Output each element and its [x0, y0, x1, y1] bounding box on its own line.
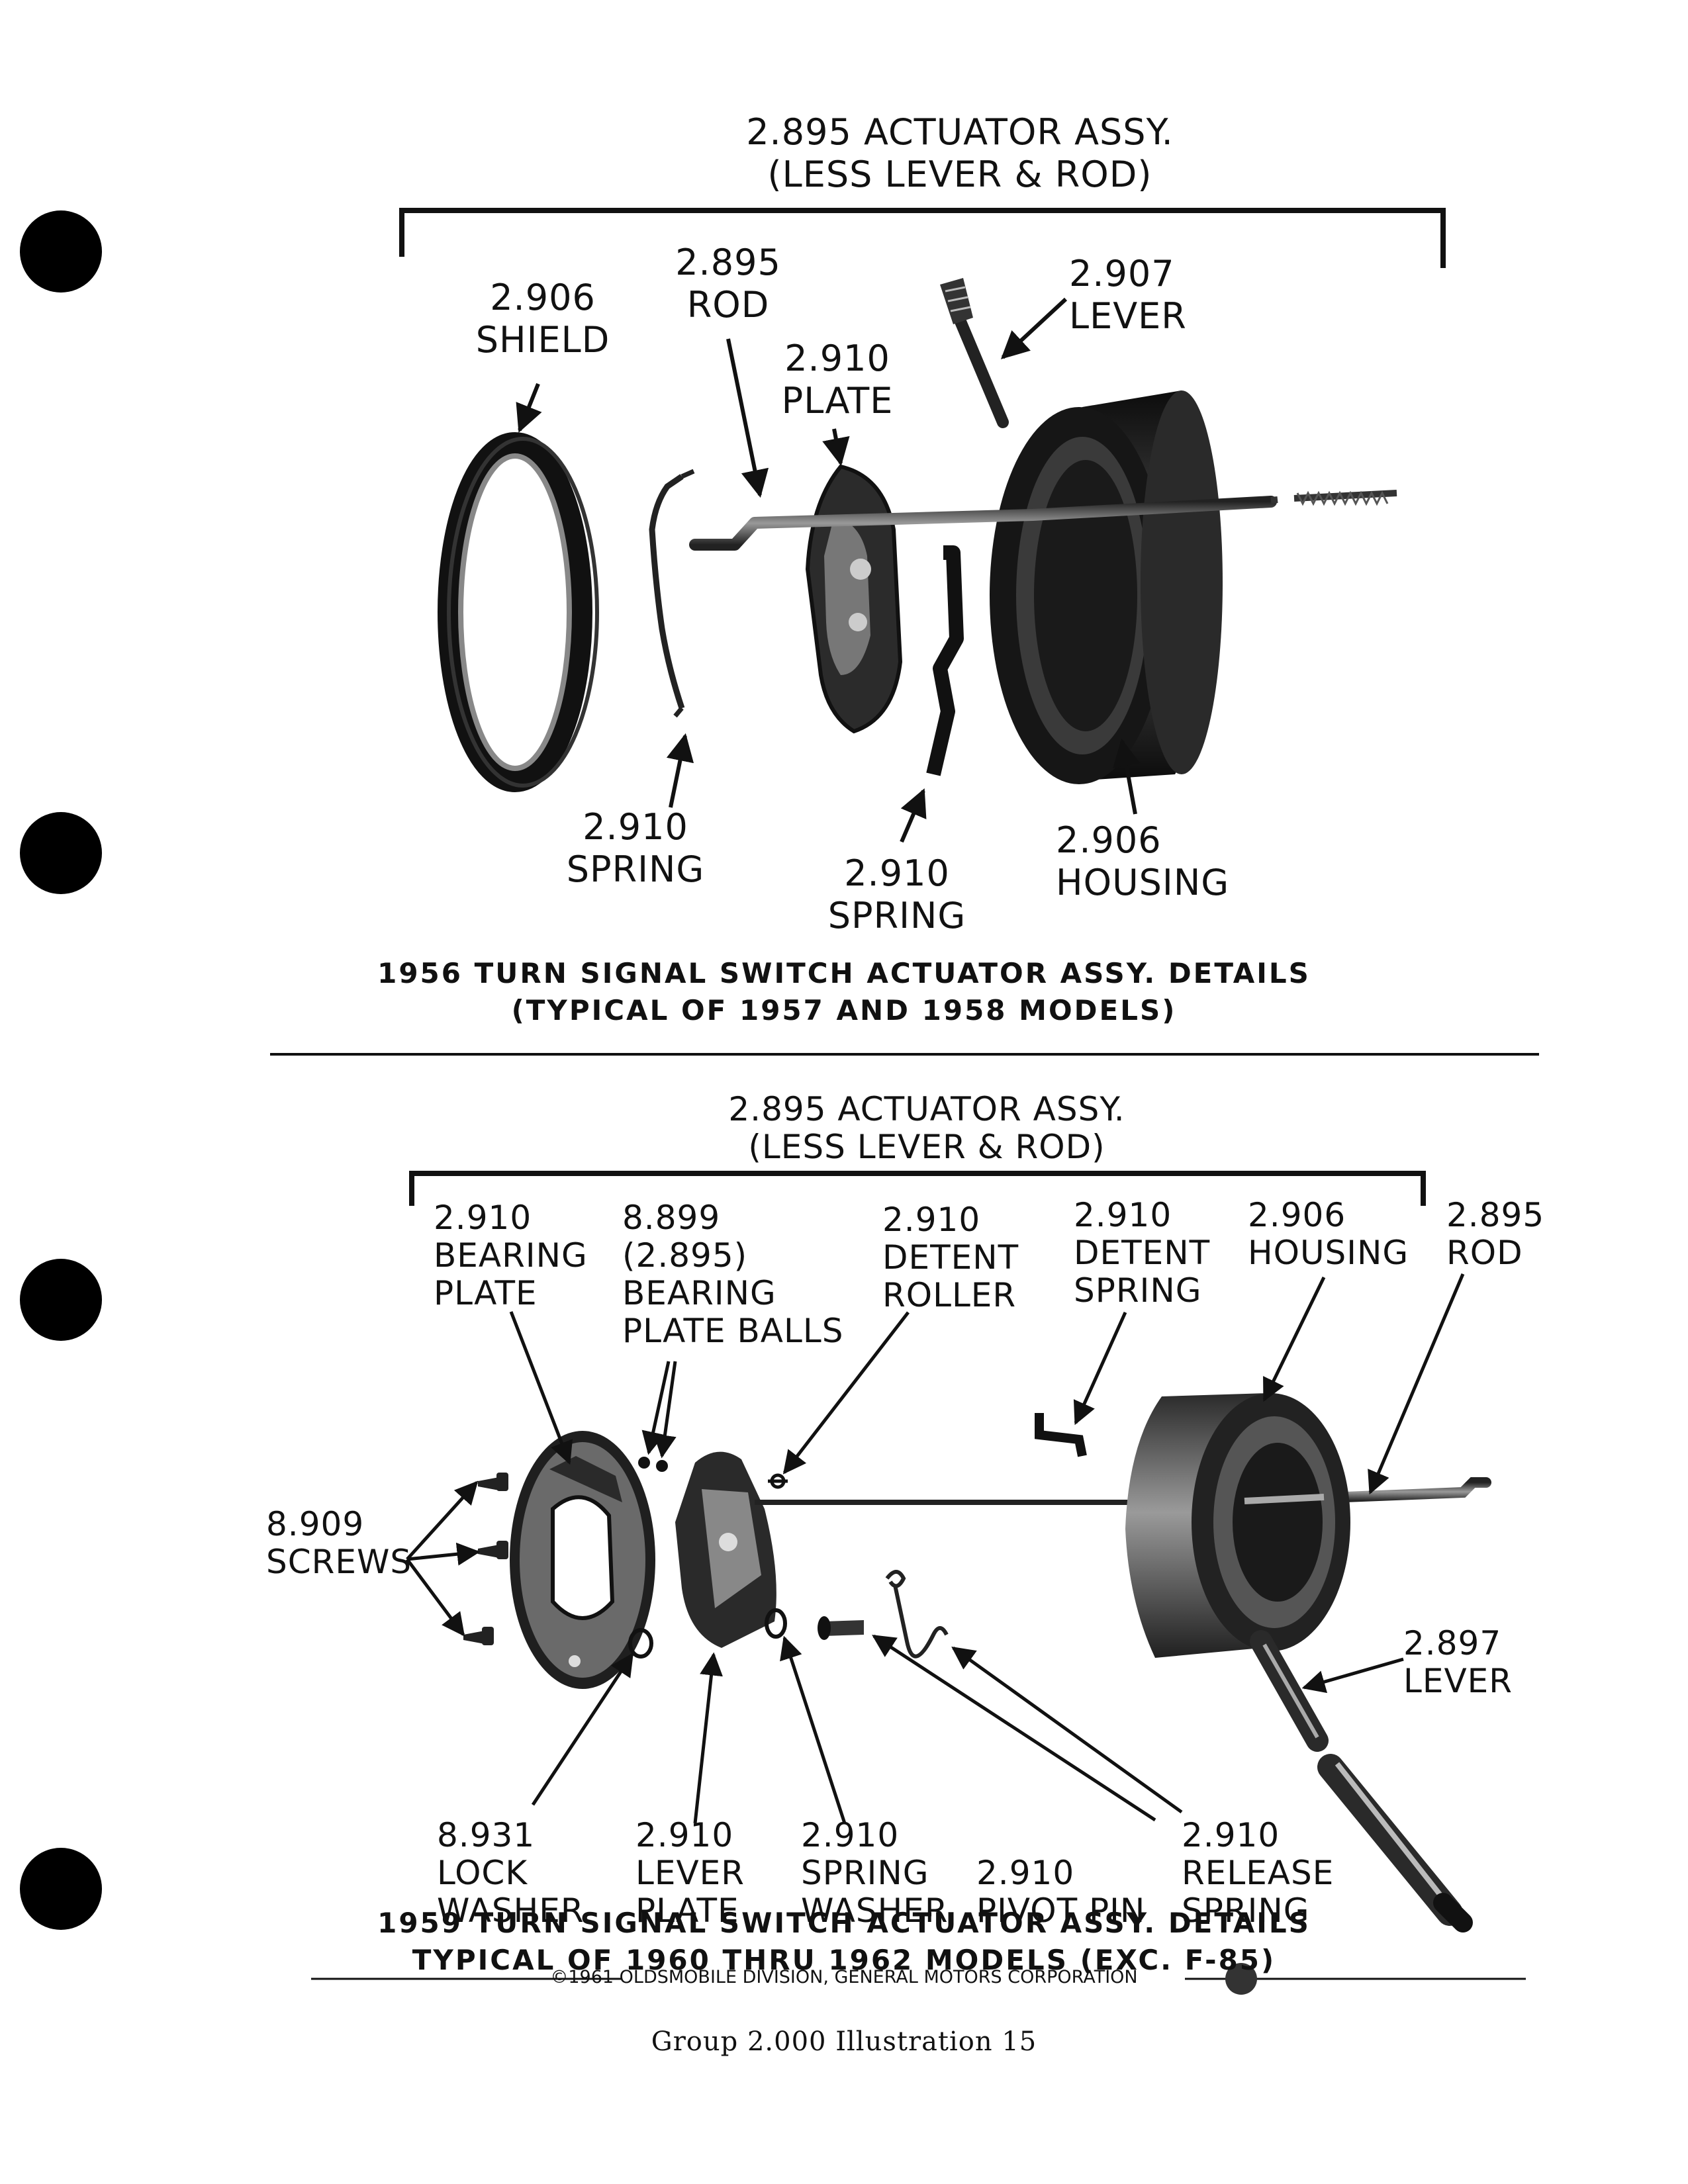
- punch-hole: [20, 1259, 102, 1341]
- shield-ring: [438, 432, 599, 792]
- punch-hole: [20, 812, 102, 894]
- callout-spring-washer: 2.910 SPRING WASHER: [801, 1816, 949, 1930]
- copyright-line: ©1961 OLDSMOBILE DIVISION, GENERAL MOTOR…: [550, 1967, 1138, 1987]
- top-assembly-title: 2.895 ACTUATOR ASSY. (LESS LEVER & ROD): [746, 111, 1174, 195]
- bottom-figure-caption: 1959 TURN SIGNAL SWITCH ACTUATOR ASSY. D…: [377, 1907, 1311, 1976]
- top-assembly-bracket: [399, 208, 1446, 268]
- callout-rod: 2.895 ROD: [1446, 1196, 1545, 1272]
- bearing-plate: [510, 1431, 655, 1689]
- bottom-leader-lines: [509, 1273, 1465, 1824]
- actuator-plate: [805, 464, 903, 734]
- bearing-ball: [638, 1457, 650, 1469]
- callout-spring-left: 2.910 SPRING: [566, 806, 705, 890]
- housing-cylinder: [990, 390, 1223, 784]
- callout-detent-roller: 2.910 DETENT ROLLER: [882, 1201, 1019, 1314]
- wire-spring: [649, 474, 685, 709]
- callout-pivot-pin: 2.910 PIVOT PIN: [976, 1854, 1146, 1930]
- callout-release-spring: 2.910 RELEASE SPRING: [1182, 1816, 1335, 1930]
- turn-signal-lever: [1250, 1630, 1473, 1933]
- callout-lever: 2.907 LEVER: [1069, 253, 1187, 337]
- bearing-ball: [656, 1460, 668, 1472]
- group-illustration-number: Group 2.000 Illustration 15: [651, 2026, 1037, 2057]
- release-spring: [885, 1570, 949, 1659]
- detent-spring: [926, 545, 964, 776]
- callout-bearing-plate: 2.910 BEARING PLATE: [434, 1199, 588, 1312]
- pivot-pin: [818, 1616, 864, 1640]
- housing-cylinder: [1125, 1393, 1350, 1658]
- callout-housing: 2.906 HOUSING: [1248, 1196, 1409, 1272]
- callout-detent-spring: 2.910 DETENT SPRING: [1074, 1196, 1211, 1310]
- callout-shield: 2.906 SHIELD: [475, 277, 610, 361]
- ink-blot: [1225, 1963, 1257, 1995]
- lever-plate: [675, 1451, 776, 1648]
- callout-lock-washer: 8.931 LOCK WASHER: [437, 1816, 585, 1930]
- callout-lever: 2.897 LEVER: [1403, 1624, 1513, 1700]
- callout-spring-middle: 2.910 SPRING: [827, 852, 966, 936]
- actuator-rod: [689, 490, 1397, 551]
- bottom-assembly-title: 2.895 ACTUATOR ASSY. (LESS LEVER & ROD): [728, 1090, 1125, 1166]
- detent-spring: [1035, 1413, 1087, 1457]
- lock-washer: [628, 1628, 653, 1659]
- screws-leader-lines: [405, 1480, 481, 1637]
- punch-hole: [20, 210, 102, 293]
- detent-roller: [768, 1473, 788, 1489]
- callout-bearing-plate-balls: 8.899 (2.895) BEARING PLATE BALLS: [622, 1199, 844, 1350]
- callout-plate: 2.910 PLATE: [781, 338, 894, 422]
- spring-washer: [765, 1608, 787, 1639]
- actuator-rod: [755, 1477, 1491, 1506]
- callout-screws: 8.909 SCREWS: [266, 1505, 412, 1581]
- top-figure-caption: 1956 TURN SIGNAL SWITCH ACTUATOR ASSY. D…: [377, 957, 1311, 1026]
- callout-housing: 2.906 HOUSING: [1056, 819, 1230, 903]
- callout-lever-plate: 2.910 LEVER PLATE: [635, 1816, 745, 1930]
- screws: [463, 1473, 508, 1645]
- bottom-assembly-bracket: [409, 1171, 1426, 1206]
- punch-hole: [20, 1848, 102, 1930]
- turn-signal-lever: [940, 278, 1009, 428]
- top-leader-lines: [516, 297, 1141, 843]
- callout-rod: 2.895 ROD: [675, 242, 781, 326]
